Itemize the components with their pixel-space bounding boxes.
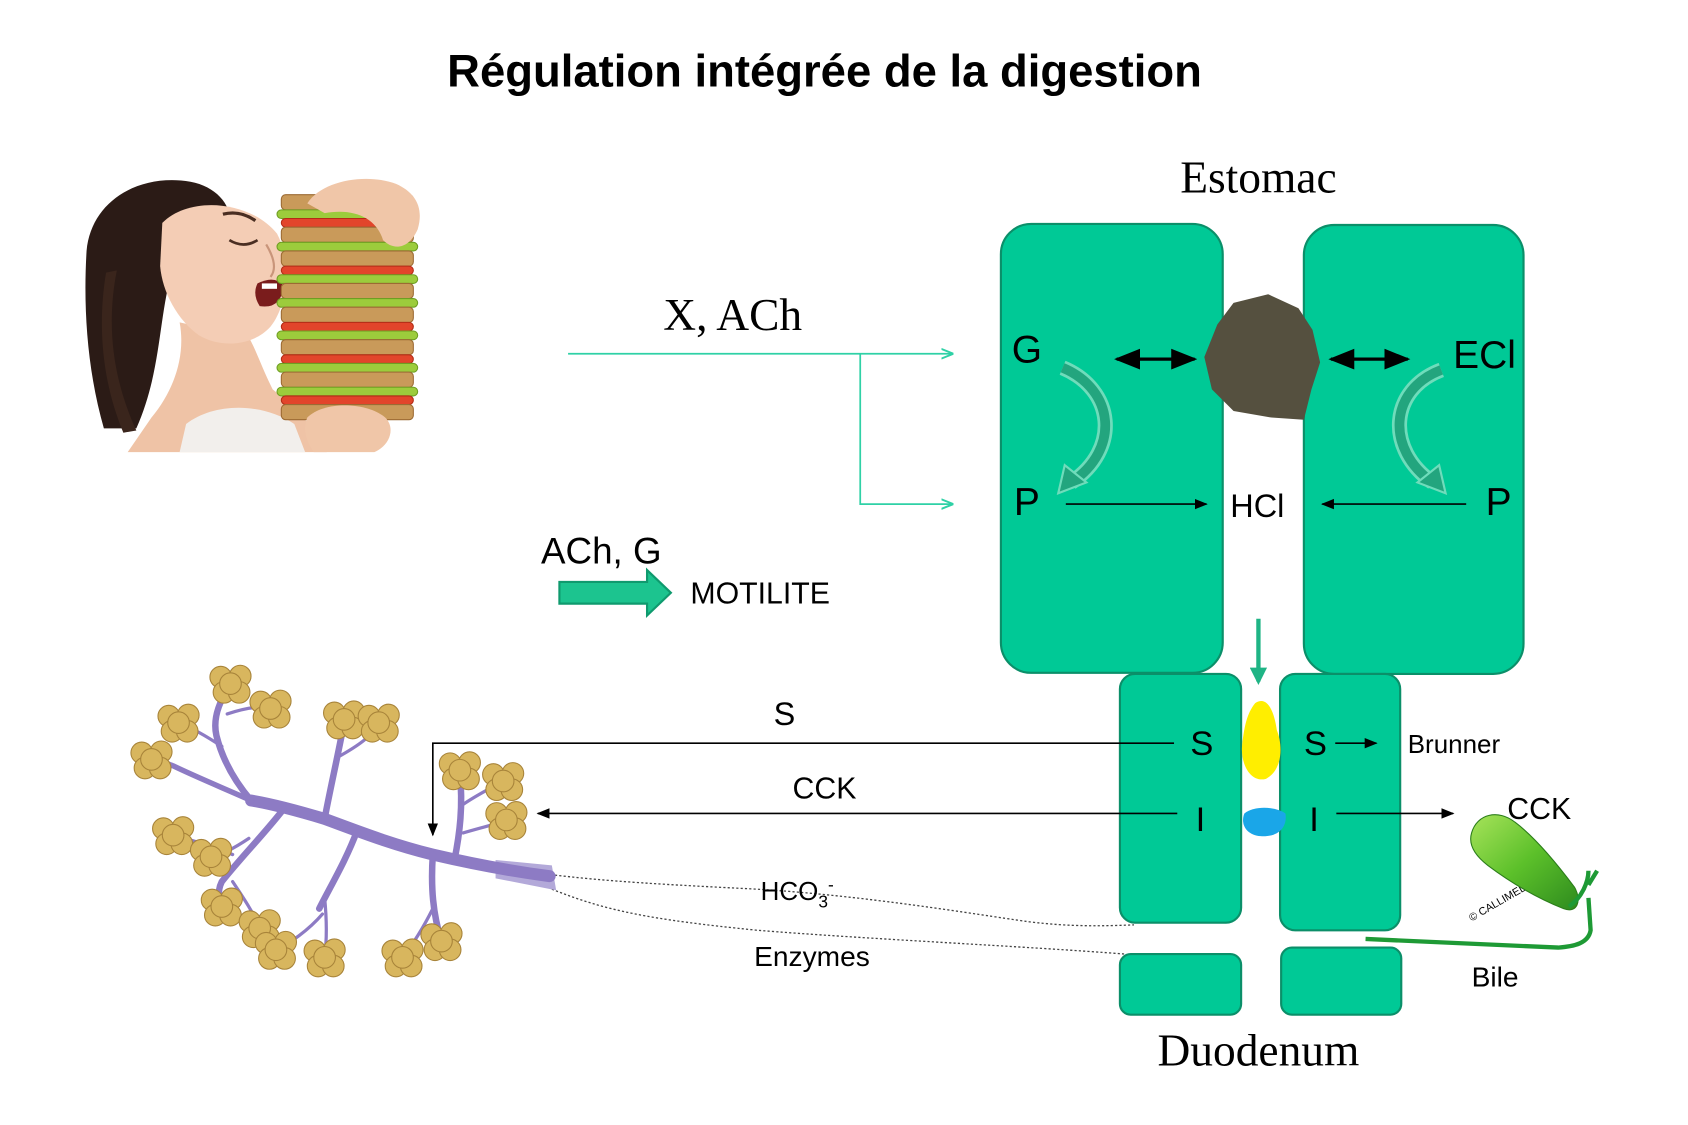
p-cell-label-right: P	[1486, 481, 1512, 524]
nose	[265, 243, 276, 278]
enzymes-dotted-path	[551, 888, 1126, 955]
acinus	[167, 711, 190, 734]
s-cell-label-right: S	[1304, 725, 1327, 763]
acinus	[210, 895, 234, 918]
p-cell-label-left: P	[1014, 481, 1040, 524]
ponytail	[101, 270, 137, 433]
ach-g-label: ACh, G	[541, 531, 662, 572]
hco3-label: HCO3-	[761, 874, 834, 911]
duodenum-wall-right	[1278, 672, 1402, 932]
duodenum-lower-right	[1280, 946, 1403, 1016]
main-duct	[245, 794, 556, 883]
ecl-to-p-curved-arrow	[1392, 362, 1448, 496]
duct-branch	[212, 683, 255, 804]
signal-arrow-to-p	[859, 353, 952, 504]
sandwich-layer	[280, 265, 414, 276]
enzymes-label: Enzymes	[754, 941, 870, 972]
hcl-label: HCl	[1230, 488, 1284, 524]
estomac-label: Estomac	[1180, 153, 1336, 203]
stomach-wall-left	[999, 222, 1224, 674]
brunner-label: Brunner	[1408, 729, 1501, 759]
acinus	[264, 938, 288, 962]
sandwich-layer	[280, 354, 414, 365]
i-cell-label-right: I	[1309, 801, 1319, 839]
ecl-cell-label: ECl	[1453, 334, 1516, 377]
acinus	[313, 945, 336, 969]
food-bolus	[1204, 294, 1321, 420]
x-ach-label: X, ACh	[663, 290, 802, 340]
woman-eating-sandwich-image	[85, 178, 420, 453]
duct-branch	[315, 827, 361, 912]
acinus	[332, 707, 356, 731]
stomach-wall-right	[1302, 223, 1525, 675]
sandwich-layer	[276, 298, 419, 308]
bile-duct	[1365, 869, 1599, 950]
face	[160, 205, 287, 344]
hand-top	[307, 178, 420, 247]
cck-pancreas-label: CCK	[793, 772, 857, 805]
acid-chyme-yellow	[1241, 700, 1281, 780]
sandwich-layer	[280, 250, 414, 267]
g-cell-label: G	[1012, 328, 1042, 371]
acinus	[140, 748, 163, 771]
sandwich-layer	[280, 306, 414, 323]
closed-eye	[228, 238, 259, 246]
sandwich-layer	[276, 330, 419, 341]
secretin-label: S	[774, 696, 796, 732]
acinus	[161, 823, 185, 847]
acinus	[430, 929, 453, 953]
bile-label: Bile	[1472, 962, 1519, 993]
acinus	[495, 808, 518, 832]
gallbladder	[1470, 814, 1579, 911]
acinus	[199, 845, 223, 869]
sandwich-layer	[276, 386, 419, 397]
top-garment	[179, 407, 306, 453]
duodenum-label: Duodenum	[1157, 1026, 1359, 1076]
motility-block-arrow	[558, 567, 673, 619]
acinus	[391, 945, 414, 969]
fatty-chyme-blue	[1243, 807, 1286, 837]
teeth	[261, 283, 278, 289]
hand-bottom	[305, 405, 391, 453]
page-title: Régulation intégrée de la digestion	[447, 46, 1202, 97]
eyebrow	[222, 211, 257, 223]
pancreas-image	[130, 664, 557, 978]
duodenum-wall-left	[1118, 672, 1243, 924]
acinus	[448, 758, 472, 782]
acinus	[367, 711, 391, 734]
acinus	[491, 769, 515, 793]
secretin-arrow-to-pancreas	[427, 742, 1175, 837]
duodenum-lower-left	[1118, 953, 1243, 1016]
g-to-p-curved-arrow	[1056, 360, 1113, 496]
sandwich-layer	[280, 321, 414, 332]
cck-gallbladder-label: CCK	[1507, 793, 1571, 826]
sandwich-layer	[276, 274, 419, 284]
sandwich-layer	[276, 362, 419, 373]
motilite-label: MOTILITE	[690, 578, 830, 611]
pancreatic-acini	[130, 664, 528, 978]
acinus	[219, 672, 242, 696]
sandwich-layer	[280, 282, 414, 300]
hco3-dotted-path	[546, 873, 1135, 927]
i-cell-label-left: I	[1196, 801, 1206, 839]
s-cell-label-left: S	[1190, 725, 1213, 763]
acinus	[259, 697, 282, 720]
sandwich-layer	[280, 395, 414, 406]
sandwich-layer	[280, 371, 414, 388]
sandwich-layer	[280, 339, 414, 356]
